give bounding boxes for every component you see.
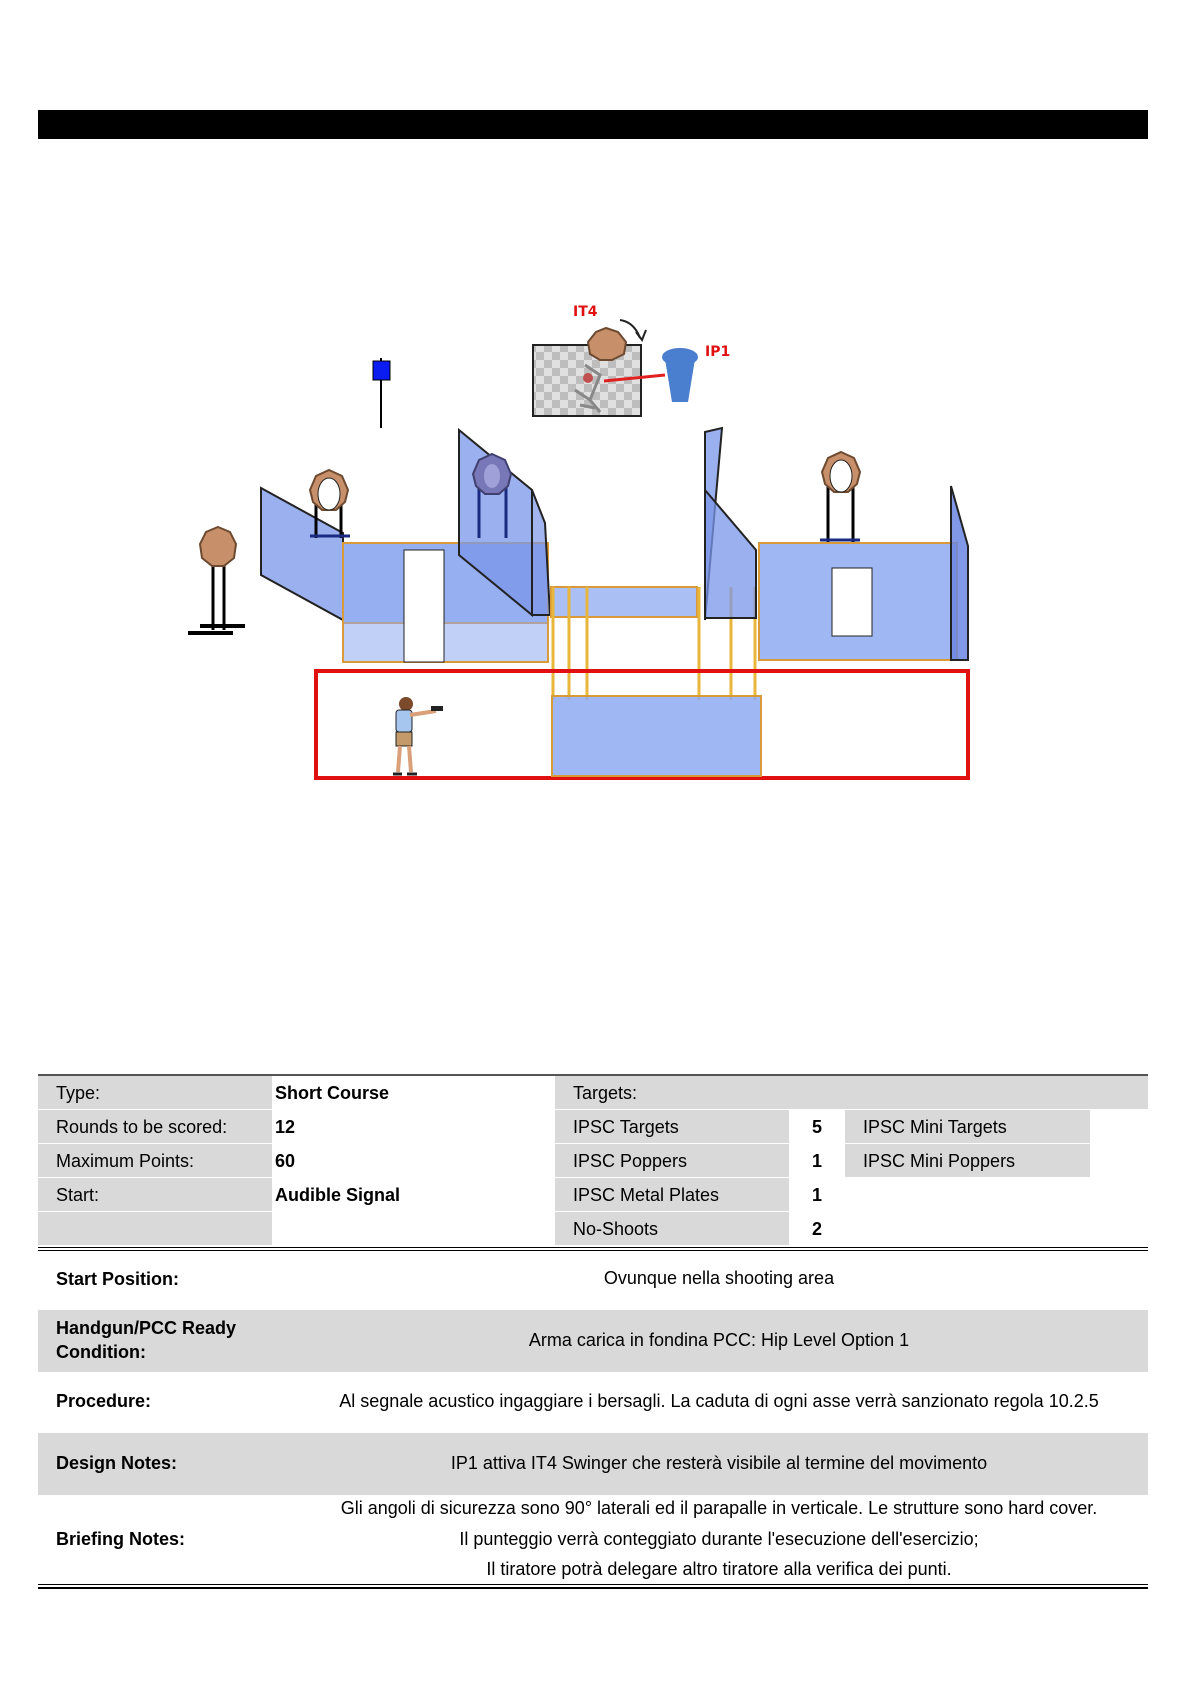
- target-ipsc-targets-count: 5: [811, 1117, 822, 1137]
- shooter-figure: [393, 697, 443, 776]
- points-label: Maximum Points:: [38, 1144, 272, 1178]
- stage-summary-table: Type: Rounds to be scored: Maximum Point…: [38, 1074, 1148, 1251]
- it4-target: [586, 319, 647, 361]
- design-notes-value: IP1 attiva IT4 Swinger che resterà visib…: [450, 1453, 988, 1473]
- ready-condition-label-line1: Handgun/PCC Ready: [56, 1318, 237, 1338]
- ready-condition-row: Handgun/PCC Ready Condition: Arma carica…: [38, 1310, 1148, 1372]
- procedure-label: Procedure:: [56, 1391, 152, 1411]
- procedure-row: Procedure: Al segnale acustico ingaggiar…: [38, 1374, 1148, 1430]
- flag-marker: [372, 358, 391, 428]
- target-ipsc-targets-label: IPSC Targets: [555, 1110, 789, 1144]
- target-no-shoots-label: No-Shoots: [555, 1212, 789, 1246]
- type-value: Short Course: [275, 1083, 390, 1103]
- start-label: Start:: [38, 1178, 272, 1212]
- it4-label: IT4: [573, 304, 598, 320]
- rounds-value: 12: [275, 1117, 296, 1137]
- type-label: Type:: [38, 1076, 272, 1110]
- empty-label-cell: [38, 1212, 272, 1246]
- bottom-rule: [38, 1584, 1148, 1589]
- procedure-value: Al segnale acustico ingaggiare i bersagl…: [339, 1391, 1099, 1411]
- target-far-left: [188, 525, 245, 635]
- mini-poppers-label: IPSC Mini Poppers: [845, 1144, 1090, 1178]
- briefing-notes-label: Briefing Notes:: [56, 1529, 186, 1549]
- stage-diagram-svg: [188, 319, 970, 780]
- ready-condition-value: Arma carica in fondina PCC: Hip Level Op…: [528, 1330, 910, 1350]
- target-center-left: [471, 452, 513, 538]
- start-position-row: Start Position: Ovunque nella shooting a…: [38, 1252, 1148, 1308]
- start-position-label: Start Position:: [56, 1269, 180, 1289]
- ip1-label: IP1: [705, 344, 731, 360]
- right-structure-window: [831, 567, 873, 637]
- target-left-window: [308, 468, 350, 538]
- target-right: [820, 450, 862, 542]
- target-ipsc-poppers-label: IPSC Poppers: [555, 1144, 789, 1178]
- design-notes-row: Design Notes: IP1 attiva IT4 Swinger che…: [38, 1433, 1148, 1495]
- center-floor-panel: [551, 695, 762, 777]
- shooting-area: [314, 669, 970, 780]
- swinger-box: [532, 344, 642, 417]
- target-metal-plates-label: IPSC Metal Plates: [555, 1178, 789, 1212]
- header-bar: [38, 110, 1148, 139]
- start-position-value: Ovunque nella shooting area: [603, 1268, 835, 1288]
- briefing-line-1: Gli angoli di sicurezza sono 90° lateral…: [340, 1498, 1098, 1518]
- briefing-line-2: Il punteggio verrà conteggiato durante l…: [459, 1529, 979, 1549]
- points-value: 60: [275, 1151, 296, 1171]
- center-back-wall: [550, 586, 698, 618]
- start-value: Audible Signal: [275, 1185, 401, 1205]
- stage-diagram: IT4 IP1: [0, 280, 1191, 800]
- rounds-label: Rounds to be scored:: [38, 1110, 272, 1144]
- targets-header: Targets:: [555, 1076, 1148, 1110]
- target-no-shoots-count: 2: [811, 1219, 822, 1239]
- briefing-line-3: Il tiratore potrà delegare altro tirator…: [486, 1559, 952, 1579]
- target-metal-plates-count: 1: [811, 1185, 822, 1205]
- ready-condition-label-line2: Condition:: [56, 1342, 146, 1362]
- design-notes-label: Design Notes:: [56, 1453, 178, 1473]
- ip1-popper: [603, 348, 698, 402]
- target-ipsc-poppers-count: 1: [811, 1151, 822, 1171]
- briefing-notes-row: Briefing Notes: Gli angoli di sicurezza …: [38, 1497, 1148, 1583]
- mini-targets-label: IPSC Mini Targets: [845, 1110, 1090, 1144]
